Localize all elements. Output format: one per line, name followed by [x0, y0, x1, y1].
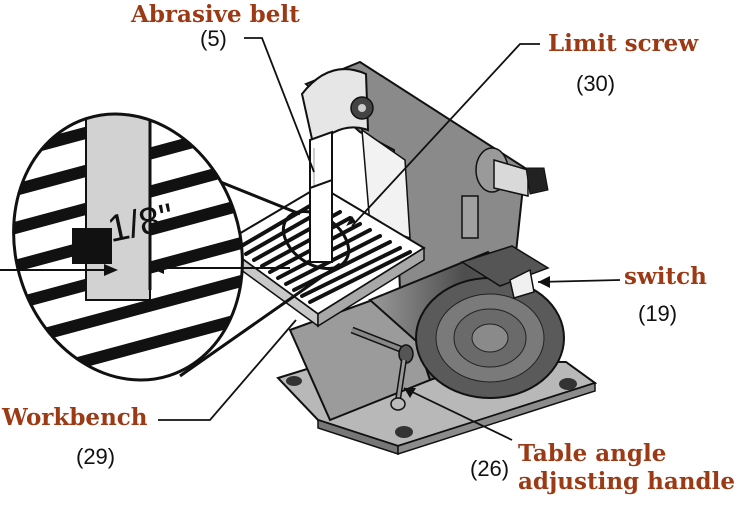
foot-front-left: [286, 376, 302, 386]
foot-front: [395, 426, 413, 438]
label-switch: switch: [624, 263, 707, 290]
number-abrasive-belt: (5): [200, 26, 227, 51]
switch-lever: [509, 268, 535, 299]
angle-handle: [350, 326, 414, 411]
number-switch: (19): [638, 301, 678, 326]
foot-right: [559, 378, 577, 390]
workbench-table: [220, 178, 426, 328]
label-handle-line2: adjusting handle: [518, 468, 735, 495]
leader-switch: [537, 279, 621, 283]
leader-handle: [403, 387, 513, 441]
label-handle-line1: Table angle: [518, 440, 667, 467]
number-limit-screw: (30): [576, 71, 616, 96]
label-abrasive-belt: Abrasive belt: [131, 1, 300, 28]
leader-limit-screw: [351, 43, 540, 227]
support-post: [461, 195, 479, 239]
label-limit-screw: Limit screw: [548, 30, 699, 57]
number-handle: (26): [470, 456, 510, 481]
leader-workbench: [158, 319, 297, 421]
leader-arrowheads: [346, 216, 550, 398]
drive-shaft: [475, 147, 549, 197]
leader-lines: [158, 37, 621, 441]
number-workbench: (29): [76, 444, 116, 469]
label-workbench: Workbench: [2, 404, 148, 431]
motor: [368, 245, 565, 399]
leader-belt: [244, 37, 315, 173]
